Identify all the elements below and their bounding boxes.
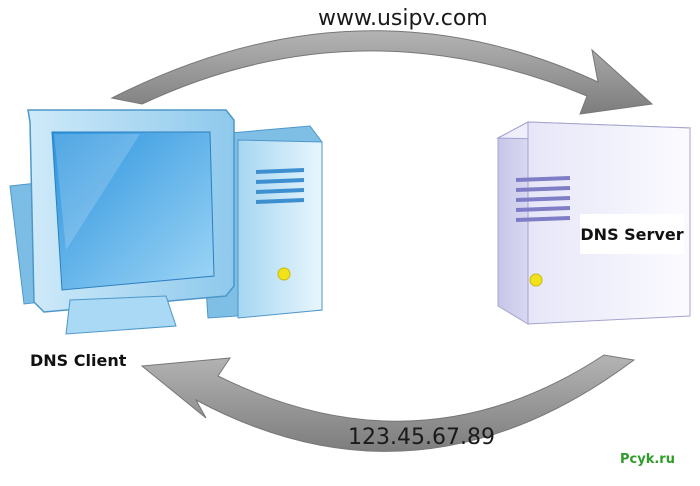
request-domain-label: www.usipv.com bbox=[318, 6, 488, 31]
server-power-led bbox=[529, 273, 543, 287]
client-monitor bbox=[9, 109, 235, 335]
client-label: DNS Client bbox=[30, 351, 127, 370]
watermark: Pcyk.ru bbox=[620, 452, 675, 467]
response-ip-label: 123.45.67.89 bbox=[348, 425, 495, 450]
request-arrow bbox=[110, 30, 654, 115]
server-label-text: DNS Server bbox=[580, 224, 684, 244]
server-label: DNS Server bbox=[580, 214, 684, 254]
response-arrow bbox=[140, 354, 636, 452]
client-computer-icon bbox=[9, 109, 323, 335]
